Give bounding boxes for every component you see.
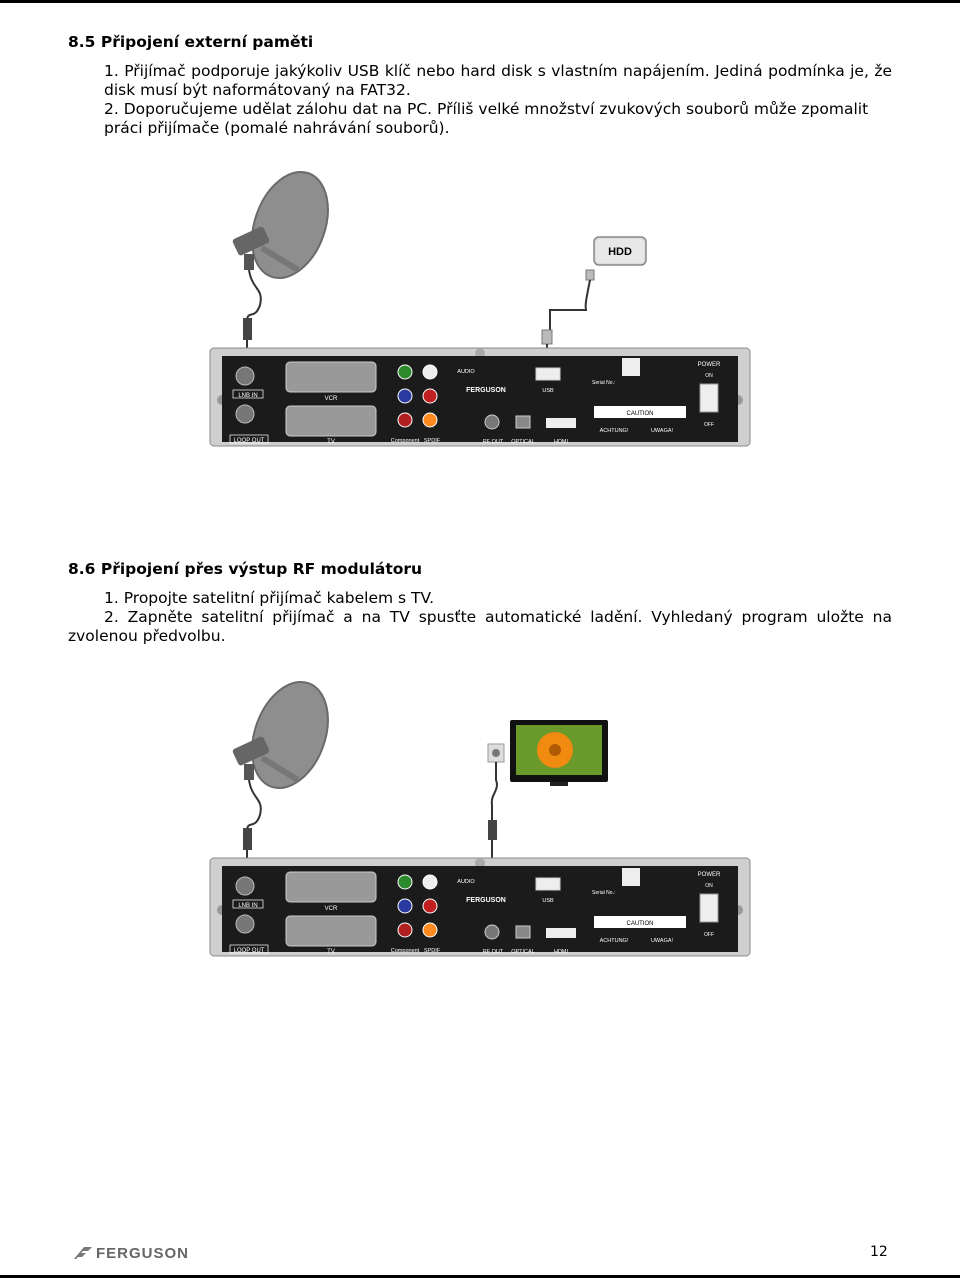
power-off-label: OFF (704, 932, 714, 938)
ferguson-logo-icon (74, 1247, 92, 1259)
achtung-label: ACHTUNG! (600, 938, 629, 944)
spdif-label: SPDIF (424, 948, 441, 954)
section-heading-8-6: 8.6 Připojení přes výstup RF modulátoru (68, 560, 423, 578)
list-item: 2. Doporučujeme udělat zálohu dat na PC.… (104, 100, 869, 137)
lnb-in-label: LNB IN (238, 393, 257, 399)
serial-label: Serial No.: (592, 890, 615, 896)
achtung-label: ACHTUNG! (600, 428, 629, 434)
usb-cable (541, 269, 595, 355)
power-on-label: ON (705, 373, 713, 379)
satellite-dish-icon (232, 680, 329, 862)
brand-label: FERGUSON (466, 387, 506, 394)
bottom-rule (0, 1275, 960, 1278)
loop-out-label: LOOP OUT (234, 438, 265, 444)
audio-label: AUDIO (457, 879, 475, 885)
usb-label: USB (542, 898, 554, 904)
tv-label: TV (327, 439, 335, 445)
spdif-label: SPDIF (424, 438, 441, 444)
loop-out-label: LOOP OUT (234, 948, 265, 954)
vcr-label: VCR (325, 906, 338, 912)
hdd-label: HDD (608, 246, 632, 258)
hdmi-label: HDMI (554, 949, 569, 955)
optical-label: OPTICAL (511, 439, 535, 445)
hdmi-label: HDMI (554, 439, 569, 445)
power-label: POWER (698, 872, 721, 878)
rf-connection-diagram: LNB IN LOOP OUT VCR TV Component SPDIF A… (209, 680, 751, 957)
rf-out-label: RF OUT (483, 949, 504, 955)
brand-label: FERGUSON (466, 897, 506, 904)
component-label: Component (391, 948, 420, 954)
tv-icon (487, 720, 608, 862)
uwaga-label: UWAGA! (651, 938, 674, 944)
audio-label: AUDIO (457, 369, 475, 375)
receiver-rear-panel: LNB IN LOOP OUT VCR TV Component SPDIF A… (209, 347, 751, 447)
caution-label: CAUTION (627, 411, 654, 417)
rf-out-label: RF OUT (483, 439, 504, 445)
hdd-box: HDD (593, 236, 647, 266)
footer-brand-logo: FERGUSON (72, 1243, 189, 1263)
vcr-label: VCR (325, 396, 338, 402)
component-label: Component (391, 438, 420, 444)
serial-label: Serial No.: (592, 380, 615, 386)
power-on-label: ON (705, 883, 713, 889)
page-number: 12 (870, 1244, 888, 1260)
top-rule (0, 0, 960, 3)
optical-label: OPTICAL (511, 949, 535, 955)
tv-label: TV (327, 949, 335, 955)
caution-label: CAUTION (627, 921, 654, 927)
power-label: POWER (698, 362, 721, 368)
list-item: 1. Propojte satelitní přijímač kabelem s… (104, 589, 435, 607)
lnb-in-label: LNB IN (238, 903, 257, 909)
uwaga-label: UWAGA! (651, 428, 674, 434)
list-item: 2. Zapněte satelitní přijímač a na TV sp… (68, 608, 892, 645)
footer-brand: FERGUSON (96, 1244, 190, 1262)
usb-connection-diagram: HDD LNB IN LOOP OUT VCR TV Component S (209, 170, 751, 447)
usb-label: USB (542, 388, 554, 394)
list-item: 1. Přijímač podporuje jakýkoliv USB klíč… (104, 62, 892, 99)
section-heading-8-5: 8.5 Připojení externí paměti (68, 33, 314, 51)
receiver-rear-panel: LNB IN LOOP OUT VCR TV Component SPDIF A… (209, 857, 751, 957)
satellite-dish-icon (232, 170, 329, 352)
power-off-label: OFF (704, 422, 714, 428)
